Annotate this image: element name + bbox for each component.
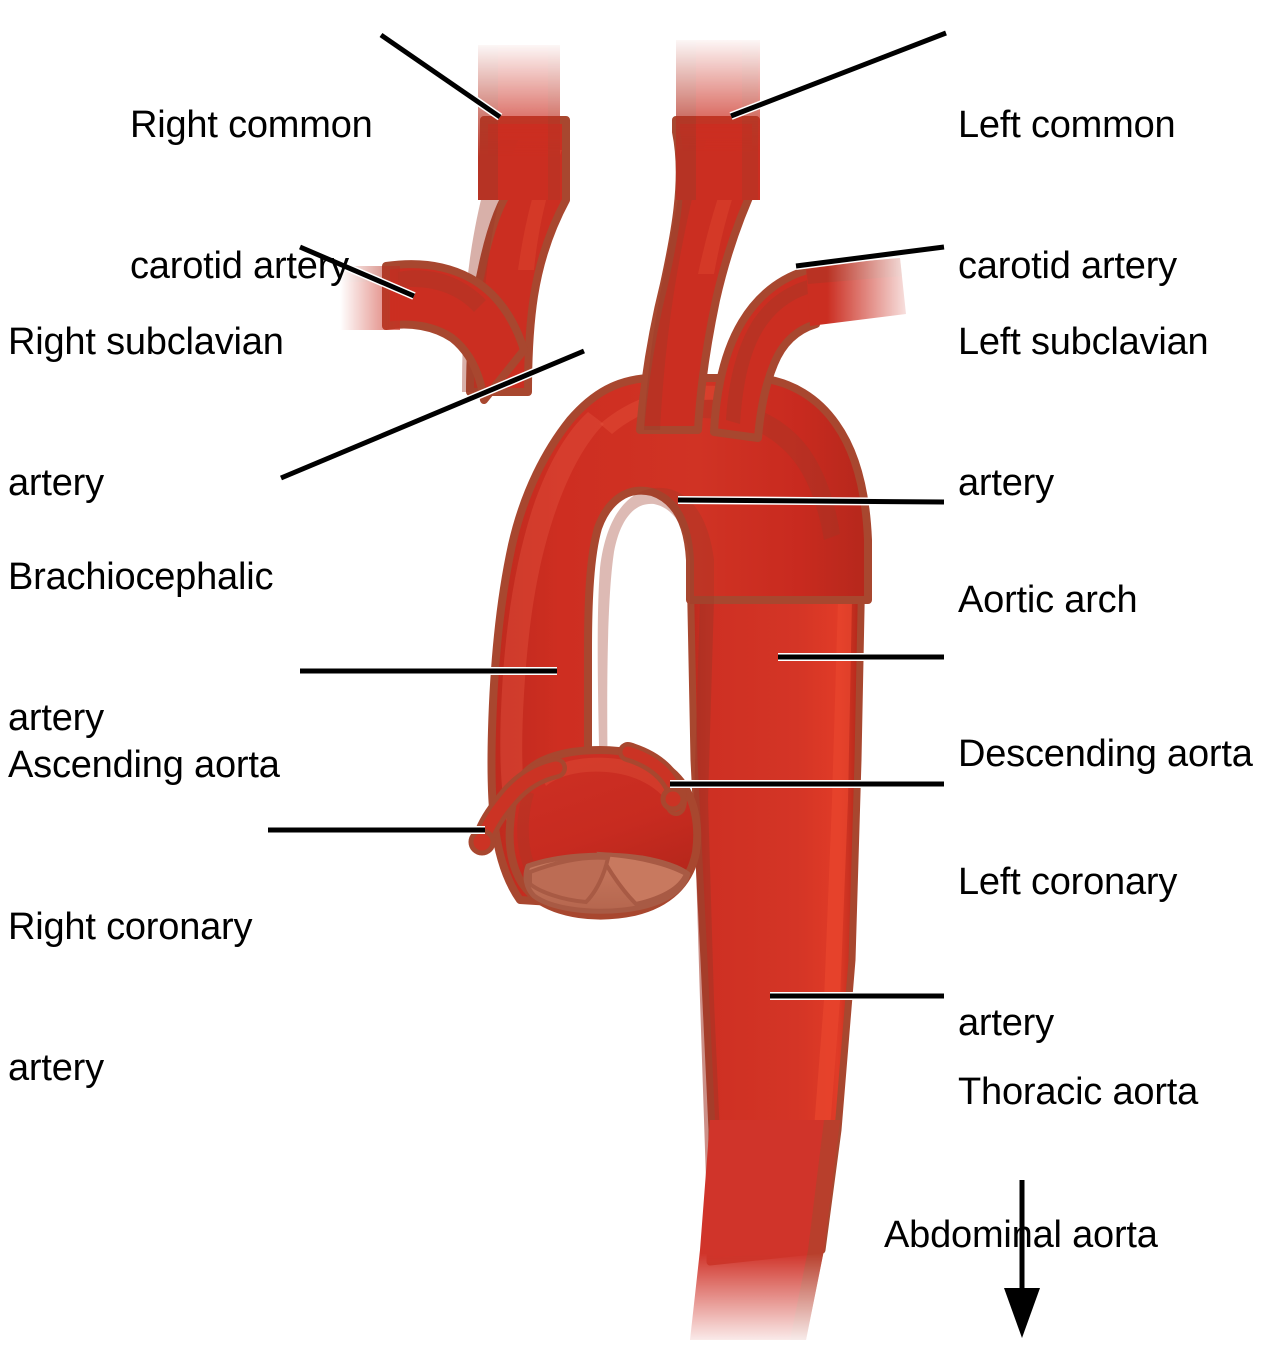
label-line: artery [8,462,104,504]
label-right-coronary-artery: Right coronary artery [8,810,253,1186]
label-left-coronary-artery: Left coronary artery [958,765,1177,1141]
label-line: Brachiocephalic [8,556,274,598]
aortic-root-and-valve [505,746,702,920]
label-line: Aortic arch [958,579,1138,621]
label-line: carotid artery [958,245,1177,287]
left-coronary-ostium [660,786,686,812]
label-right-subclavian-artery: Right subclavian artery [8,225,284,601]
leader-aortic-arch [677,496,945,506]
label-line: Left common [958,104,1176,146]
leader-left-common-carotid-artery [729,29,948,120]
leader-brachiocephalic-artery [279,347,586,482]
label-descending-aorta: Descending aorta [958,637,1253,872]
leader-lines [268,29,1040,1338]
label-ascending-aorta: Ascending aorta [8,648,280,883]
left-subclavian-artery-stump [806,258,906,326]
abdominal-aorta-fade [690,1120,840,1340]
label-line: artery [958,462,1054,504]
label-brachiocephalic-artery: Brachiocephalic artery [8,460,273,836]
label-line: Right subclavian [8,321,284,363]
right-coronary-ostium [468,828,496,856]
leader-right-subclavian-artery [298,243,416,300]
label-line: Ascending aorta [8,744,280,786]
leader-right-common-carotid-artery [378,31,503,121]
label-line: Descending aorta [958,733,1253,775]
label-left-common-carotid-artery: Left common carotid artery [958,8,1177,384]
label-line: carotid artery [130,245,349,287]
label-thoracic-aorta: Thoracic aorta [958,975,1198,1210]
right-coronary-artery-vessel [468,757,567,856]
label-right-common-carotid-artery: Right common carotid artery [130,8,373,384]
label-line: Right coronary [8,906,253,948]
left-common-carotid-stump [676,40,760,200]
label-line: artery [8,1047,104,1089]
label-line: artery [8,697,104,739]
label-line: Abdominal aorta [884,1214,1158,1256]
label-line: artery [958,1002,1054,1044]
leader-left-subclavian-artery [795,243,945,270]
label-left-subclavian-artery: Left subclavian artery [958,225,1209,601]
label-aortic-arch: Aortic arch [958,483,1138,718]
label-line: Left coronary [958,861,1178,903]
label-line: Thoracic aorta [958,1071,1199,1113]
aorta-vessel-group [340,40,906,1340]
label-abdominal-aorta: Abdominal aorta [884,1118,1158,1353]
abdominal-aorta-arrow [1004,1180,1040,1338]
right-common-carotid-stump [478,45,572,200]
label-line: Left subclavian [958,321,1209,363]
label-line: Right common [130,104,373,146]
